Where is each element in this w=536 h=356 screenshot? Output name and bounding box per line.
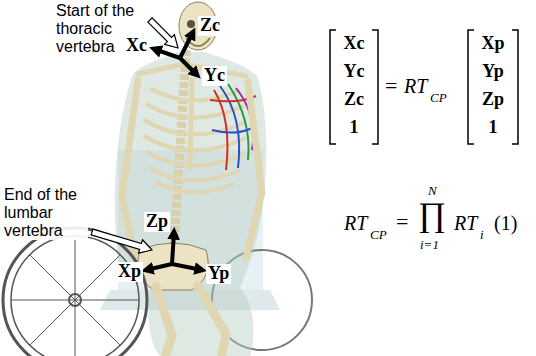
axis-label: Yc xyxy=(202,66,227,86)
matrix-entry: 1 xyxy=(336,118,372,138)
axis-label: Yp xyxy=(206,264,231,284)
product-limit: i=1 xyxy=(420,238,439,252)
arm-bones xyxy=(122,80,262,264)
axis-label: Xc xyxy=(124,36,149,56)
axis-label: Xp xyxy=(116,262,143,282)
axis-label: Zp xyxy=(144,212,170,232)
sternum xyxy=(190,78,192,170)
axes-p xyxy=(146,232,202,270)
subscript: CP xyxy=(370,228,387,242)
matrix-entry: Zp xyxy=(475,90,511,110)
axes-c xyxy=(154,32,197,75)
equals-sign: = xyxy=(385,74,397,98)
eye-socket xyxy=(187,20,195,28)
product-limit: N xyxy=(428,184,437,198)
product-symbol: ∏ xyxy=(418,198,446,232)
callout-arrow xyxy=(91,229,152,253)
matrix-entry: Yc xyxy=(336,62,372,82)
matrix-symbol: RT xyxy=(344,212,367,234)
matrix-symbol: RT xyxy=(454,212,477,234)
matrix-entry: Yp xyxy=(475,62,511,82)
axis-label: Zc xyxy=(198,16,222,36)
subscript: i xyxy=(480,228,484,242)
callout-arrow xyxy=(148,18,178,48)
wheel xyxy=(3,228,147,356)
subscript: CP xyxy=(430,91,447,105)
spine xyxy=(173,50,186,262)
matrix-symbol: RT xyxy=(404,75,427,97)
callout-label: End of the lumbar vertebra xyxy=(4,186,88,240)
matrix-entry: Xc xyxy=(336,34,372,54)
matrix-entry: Zc xyxy=(336,90,372,110)
equation-number: (1) xyxy=(494,212,517,234)
matrix-entry: 1 xyxy=(475,118,511,138)
matrix-bracket xyxy=(330,30,518,144)
leg-bones xyxy=(156,286,226,354)
matrix-entry: Xp xyxy=(475,34,511,54)
equals-sign: = xyxy=(396,210,408,234)
